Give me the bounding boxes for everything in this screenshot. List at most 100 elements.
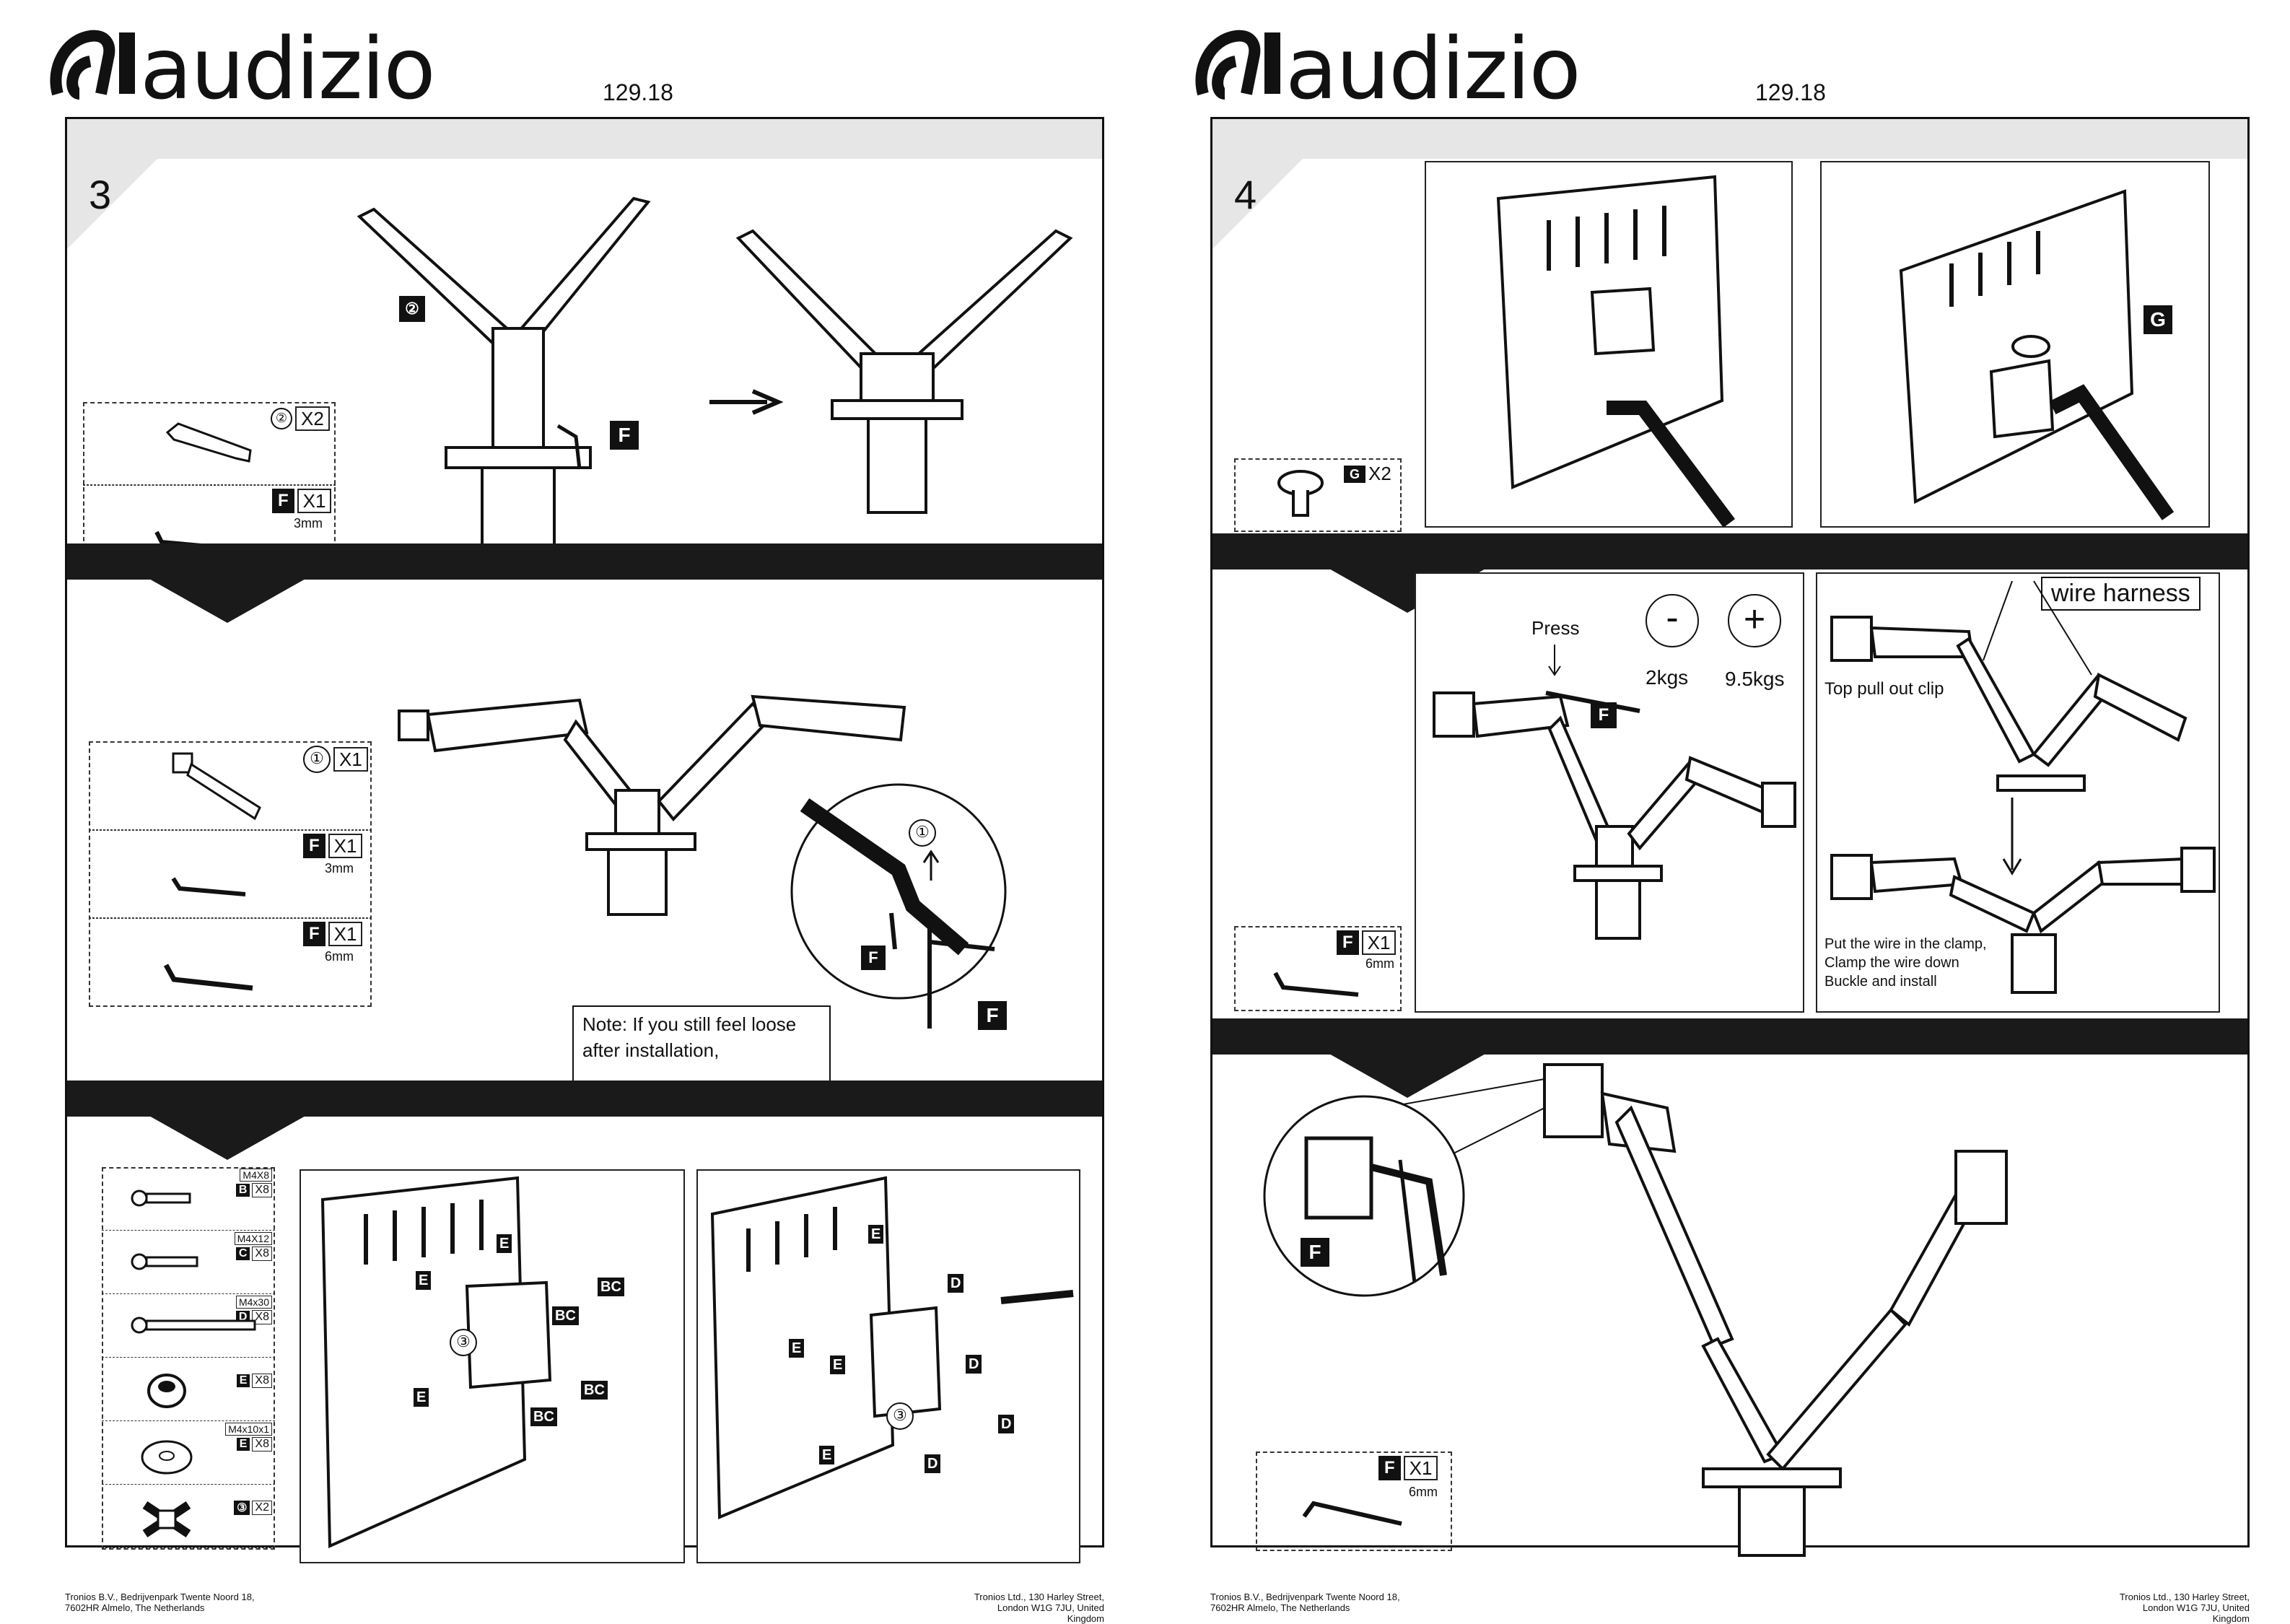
arm-extension-illustration: [398, 694, 906, 916]
callout-BC: BC: [581, 1381, 608, 1400]
footer-right: Tronios Ltd., 130 Harley Street, London …: [2105, 1592, 2250, 1624]
divider: [89, 829, 372, 831]
detail-circle: [1263, 1095, 1465, 1297]
monitor-back-illustration: [710, 1176, 1074, 1519]
increase-tension-icon: +: [1728, 594, 1781, 647]
hex-key-icon: [1302, 1501, 1402, 1526]
callout-E: E: [414, 1388, 429, 1407]
callout-G: G: [2143, 305, 2172, 334]
hex-key-size: 3mm: [325, 861, 354, 876]
callout-2: ②: [399, 296, 425, 322]
callout-F: F: [610, 421, 639, 450]
header-corner: [1212, 119, 1342, 249]
callout-D: D: [998, 1415, 1015, 1433]
hardware-spec: M4X12: [234, 1232, 272, 1245]
hex-key-icon: [163, 964, 253, 991]
callout-E: E: [497, 1234, 512, 1253]
assembled-arm-illustration: [735, 229, 1073, 514]
section-divider-1: [67, 543, 1102, 580]
brand-name: audizio: [140, 19, 436, 118]
hardware-icon: [131, 1253, 198, 1270]
callout-BC: BC: [598, 1278, 624, 1296]
callout-3: ③: [886, 1402, 914, 1430]
footer-line: Tronios B.V., Bedrijvenpark Twente Noord…: [65, 1592, 255, 1602]
section-divider-2: [67, 1081, 1102, 1117]
note-line: after installation,: [582, 1039, 720, 1061]
dual-arm-mount-illustration: [357, 196, 651, 549]
section-chevron-1: [148, 578, 307, 623]
arrow-right-icon: [709, 389, 784, 415]
audizio-logo-icon: [50, 30, 135, 100]
hex-key-size: 3mm: [294, 516, 323, 531]
brand-name: audizio: [1285, 19, 1581, 118]
hex-key-size: 6mm: [1365, 956, 1394, 971]
footer-line: Tronios Ltd., 130 Harley Street,: [974, 1592, 1104, 1602]
section-divider-2: [1212, 1018, 2247, 1055]
hardware-icon: [147, 1374, 186, 1408]
monitor-back-panel-1: [300, 1169, 685, 1563]
hardware-icon: [141, 1440, 193, 1475]
callout-D: D: [925, 1454, 941, 1473]
section-chevron-2: [148, 1115, 307, 1160]
callout-F: F: [978, 1001, 1007, 1030]
hex-key-icon: [1273, 972, 1359, 997]
header-band: [1212, 119, 2247, 159]
vesa-mount-panel-2: [1820, 161, 2210, 528]
arm-with-plate-icon: [172, 752, 261, 821]
monitor-back-panel-2: [696, 1169, 1080, 1563]
note-text: Note: If you still feel loose after inst…: [572, 1005, 831, 1085]
wire-harness-label: wire harness: [2041, 577, 2201, 611]
callout-F: F: [1301, 1238, 1329, 1267]
monitor-vesa-illustration: [1496, 175, 1735, 528]
divider: [83, 484, 336, 486]
monitor-vesa-illustration: [1899, 189, 2175, 520]
callout-E: E: [819, 1446, 835, 1464]
hex-key-size: 6mm: [325, 949, 354, 964]
callout-D: D: [948, 1274, 964, 1293]
callout-BC: BC: [552, 1306, 579, 1325]
arm-segment-icon: [165, 422, 252, 463]
step-number: 4: [1234, 172, 1257, 217]
header-corner: [67, 119, 197, 249]
hex-key-size: 6mm: [1409, 1485, 1438, 1499]
press-arrow-icon: [1548, 645, 1561, 676]
wire-instructions: Put the wire in the clamp, Clamp the wir…: [1824, 935, 1987, 991]
hardware-list: [102, 1167, 275, 1550]
max-weight-label: 9.5kgs: [1725, 668, 1785, 690]
callout-E: E: [868, 1225, 884, 1244]
decrease-tension-icon: -: [1646, 594, 1699, 647]
wire-harness-illustration: [1830, 580, 2216, 994]
callout-BC: BC: [530, 1407, 557, 1426]
footer-line: Tronios Ltd., 130 Harley Street,: [2119, 1592, 2250, 1602]
footer-line: Tronios B.V., Bedrijvenpark Twente Noord…: [1210, 1592, 1400, 1602]
top-clip-label: Top pull out clip: [1824, 679, 1944, 699]
wire-harness-panel: wire harness Top pull out clip: [1816, 572, 2220, 1013]
callout-F: F: [1591, 702, 1617, 728]
hardware-icon: [131, 1189, 191, 1207]
product-code: 129.18: [1755, 79, 1826, 105]
min-weight-label: 2kgs: [1646, 666, 1689, 689]
footer-line: 7602HR Almelo, The Netherlands: [1210, 1602, 1350, 1613]
final-assembly-illustration: [1342, 1063, 2008, 1557]
instruction-line: Buckle and install: [1824, 974, 1937, 990]
